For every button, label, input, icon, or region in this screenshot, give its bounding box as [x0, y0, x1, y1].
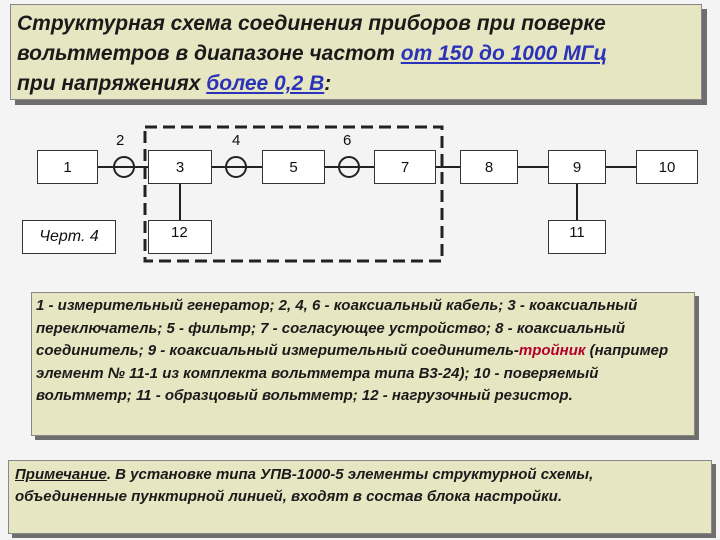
reference-voltmeter-box-11: 11 — [548, 220, 606, 254]
setup-unit-dashed-border — [143, 125, 444, 263]
title-line-2: вольтметров в диапазоне частот от 150 до… — [17, 39, 695, 69]
note-label: Примечание — [15, 466, 107, 483]
legend-box: 1 - измерительный генератор; 2, 4, 6 - к… — [31, 292, 695, 436]
switch-box-3: 3 — [148, 150, 212, 184]
diagram-connections — [98, 125, 636, 263]
block-diagram: 1 3 5 7 8 9 10 12 11 Черт. 4 2 4 6 — [0, 120, 720, 290]
cable-6-label: 6 — [343, 132, 352, 149]
note-text: . В установке типа УПВ-1000-5 элементы с… — [15, 466, 594, 505]
generator-box-1: 1 — [37, 150, 98, 184]
title-line-2-text: вольтметров в диапазоне частот — [17, 42, 401, 65]
legend-text-1: 1 - измерительный генератор; 2, 4, 6 - к… — [36, 297, 638, 359]
filter-box-5: 5 — [262, 150, 325, 184]
figure-caption: Черт. 4 — [22, 220, 116, 254]
legend-accent-term: тройник — [518, 342, 586, 359]
title-line-3-colon: : — [324, 72, 332, 95]
voltage-range-link[interactable]: более 0,2 В — [206, 72, 325, 95]
voltmeter-box-10: 10 — [636, 150, 698, 184]
cable-6-icon — [338, 156, 360, 178]
title-line-1: Структурная схема соединения приборов пр… — [17, 12, 606, 35]
tee-connector-box-9: 9 — [548, 150, 606, 184]
resistor-box-12: 12 — [148, 220, 212, 254]
frequency-range-link[interactable]: от 150 до 1000 МГц — [400, 42, 608, 65]
cable-4-icon — [225, 156, 247, 178]
cable-4-label: 4 — [232, 132, 241, 149]
legend-text-2: (например элемент № 11-1 из комплекта во… — [36, 342, 669, 404]
title-box: Структурная схема соединения приборов пр… — [10, 4, 702, 100]
title-line-3: при напряжениях более 0,2 В: — [17, 69, 695, 99]
title-line-3-text: при напряжениях — [17, 72, 207, 95]
cable-2-label: 2 — [116, 132, 125, 149]
connector-box-8: 8 — [460, 150, 518, 184]
cable-2-icon — [113, 156, 135, 178]
matching-device-box-7: 7 — [374, 150, 436, 184]
note-box: Примечание. В установке типа УПВ-1000-5 … — [8, 460, 712, 534]
